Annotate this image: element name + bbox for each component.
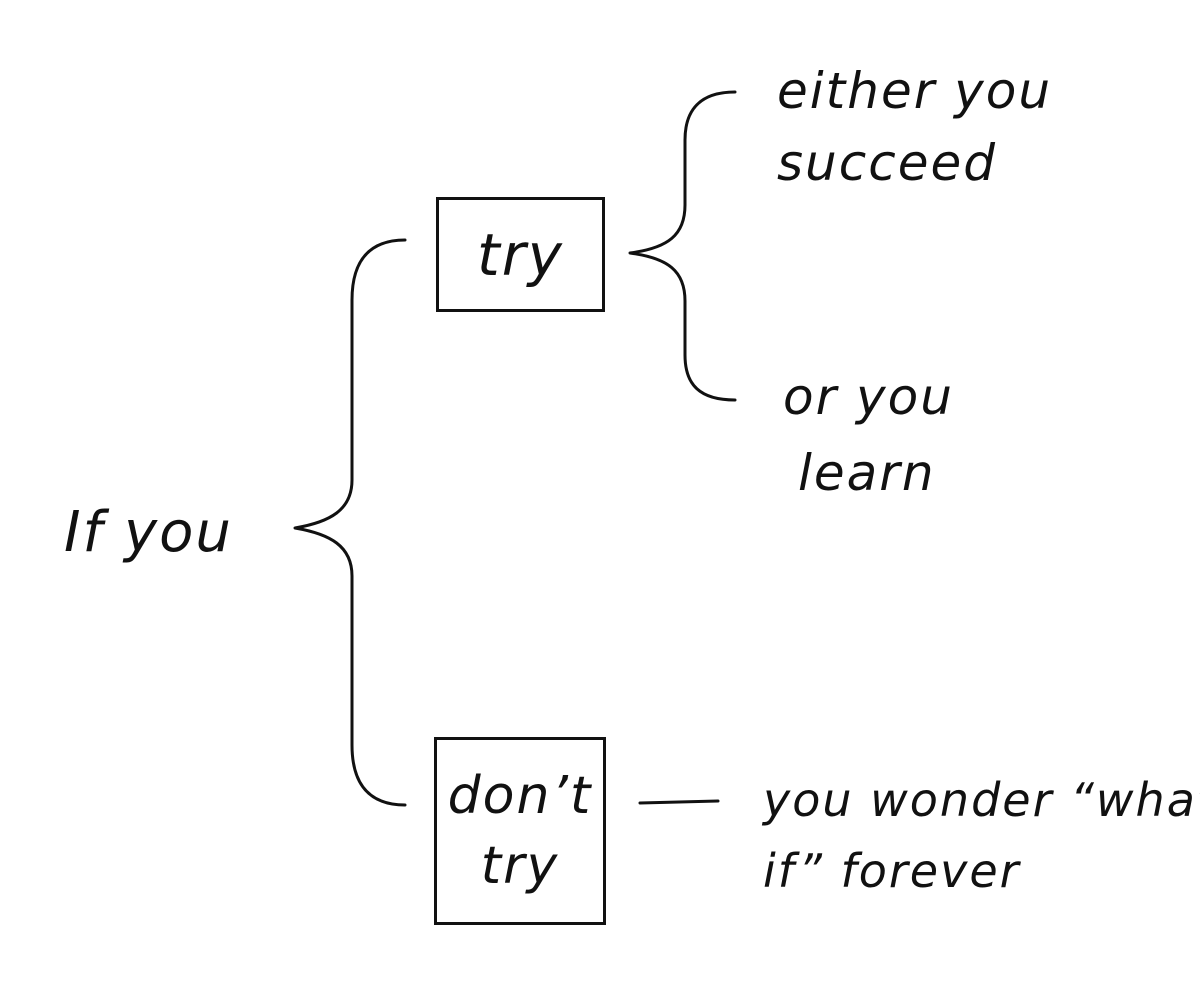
dont-try-box: don’t try — [434, 737, 606, 925]
outcome-learn-line1: or you — [783, 368, 954, 426]
dont-try-box-line1: don’t — [447, 766, 593, 826]
root-brace — [293, 238, 407, 807]
dont-try-box-line2: try — [480, 836, 560, 896]
outcome-succeed-line2: succeed — [777, 134, 997, 192]
try-box: try — [436, 197, 605, 312]
outcome-wonder-line2: if” forever — [763, 844, 1021, 898]
dont-try-dash — [638, 799, 720, 805]
root-label: If you — [64, 500, 233, 565]
try-box-label: try — [477, 220, 564, 289]
try-brace — [628, 90, 737, 402]
outcome-learn-line2: learn — [798, 444, 936, 502]
outcome-succeed-line1: either you — [777, 62, 1053, 120]
outcome-wonder-line1: you wonder “what — [763, 773, 1200, 827]
